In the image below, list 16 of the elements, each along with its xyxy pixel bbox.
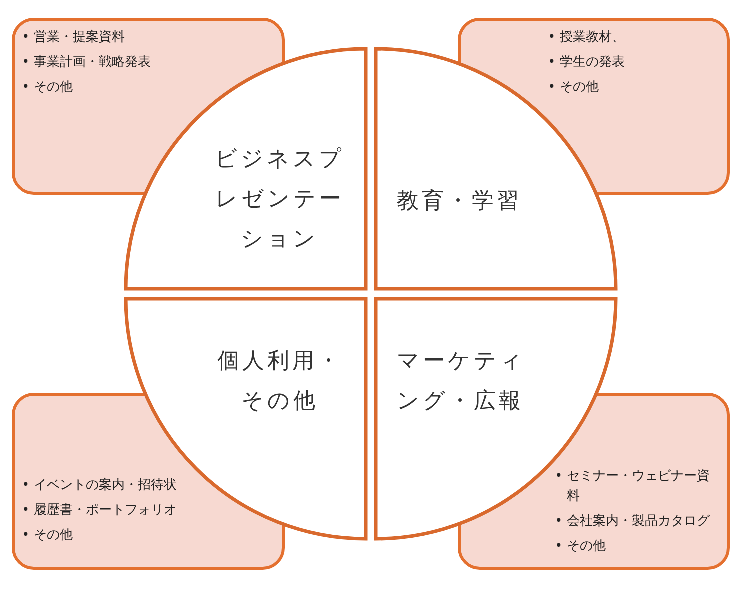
bullet-item: • 会社案内・製品カタログ — [555, 513, 712, 531]
bullet-item: • その他 — [22, 79, 74, 97]
bullet-item: • 学生の発表 — [548, 54, 626, 72]
bullet-item: • その他 — [555, 538, 607, 556]
bullet-item: • セミナー・ウェビナー資料 — [555, 468, 711, 506]
bullet-item: • 履歴書・ポートフォリオ — [22, 502, 178, 520]
bullet-item: • 営業・提案資料 — [22, 29, 126, 47]
bullet-item: • 事業計画・戦略発表 — [22, 54, 152, 72]
bullet-item: • 授業教材、 — [548, 29, 626, 47]
bullet-item: • その他 — [548, 79, 600, 97]
segment-label: ビジネスプレゼンテーション — [214, 146, 346, 254]
bullet-item: • その他 — [22, 527, 74, 545]
segment-label: 教育・学習 — [397, 188, 523, 216]
segment-label: マーケティング・広報 — [397, 348, 527, 416]
bullet-item: • イベントの案内・招待状 — [22, 477, 178, 495]
segment-label: 個人利用・その他 — [216, 348, 344, 416]
